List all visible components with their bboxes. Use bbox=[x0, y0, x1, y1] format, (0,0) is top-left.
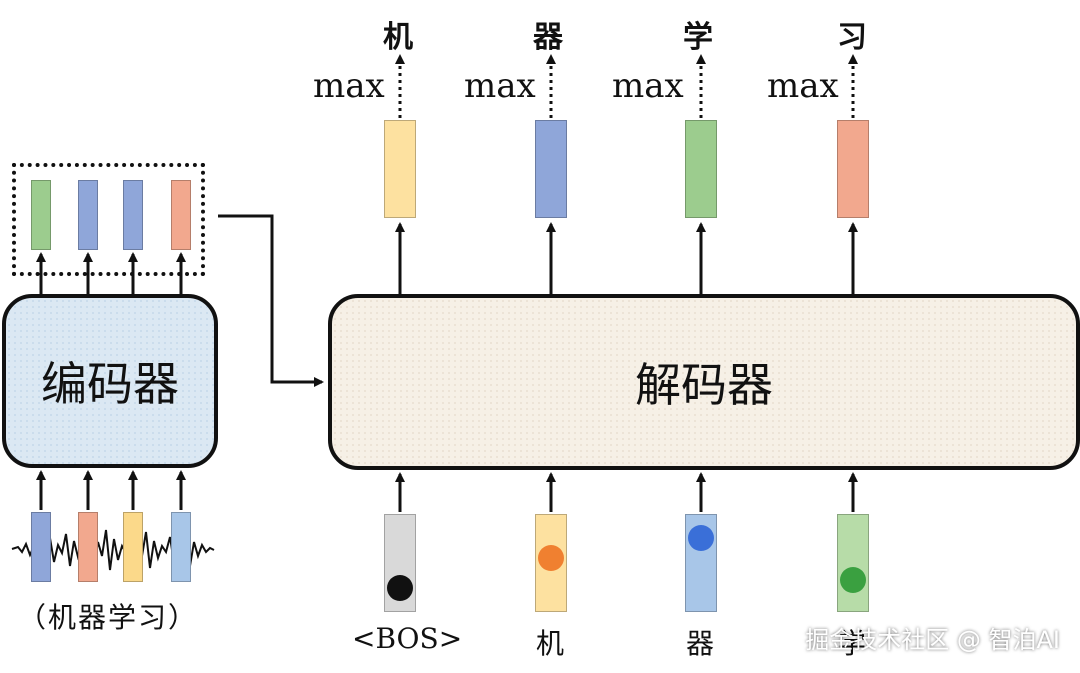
decoder-input-dot-4 bbox=[840, 567, 866, 593]
encoder-input-caption: （机器学习） bbox=[18, 601, 199, 634]
decoder-output-bar-3 bbox=[685, 120, 717, 218]
encoder-output-bar-1 bbox=[31, 180, 51, 250]
max-label-3: max bbox=[612, 66, 684, 106]
decoder-input-dot-2 bbox=[538, 545, 564, 571]
enc-dec-connector bbox=[218, 214, 324, 387]
encoder-box: 编码器 bbox=[2, 294, 218, 468]
encoder-label: 编码器 bbox=[41, 357, 179, 411]
decoder-output-bar-4 bbox=[837, 120, 869, 218]
encoder-output-frame bbox=[12, 163, 205, 276]
output-char-1: 机 bbox=[383, 20, 413, 55]
decoder-output-bar-2 bbox=[535, 120, 567, 218]
encoder-output-bar-3 bbox=[123, 180, 143, 250]
output-char-3: 学 bbox=[683, 20, 713, 55]
encoder-input-bar-4 bbox=[171, 512, 191, 582]
encoder-output-bar-2 bbox=[78, 180, 98, 250]
decoder-input-dot-3 bbox=[688, 525, 714, 551]
encoder-input-bar-3 bbox=[123, 512, 143, 582]
max-label-1: max bbox=[313, 66, 385, 106]
encoder-input-bar-2 bbox=[78, 512, 98, 582]
decoder-input-bar-4 bbox=[837, 514, 869, 612]
decoder-input-bar-3 bbox=[685, 514, 717, 612]
max-label-4: max bbox=[767, 66, 839, 106]
decoder-input-label-1: <BOS> bbox=[352, 622, 463, 655]
decoder-input-label-2: 机 bbox=[536, 627, 565, 660]
encoder-output-bar-4 bbox=[171, 180, 191, 250]
output-char-4: 习 bbox=[837, 20, 867, 55]
decoder-input-bar-1 bbox=[384, 514, 416, 612]
decoder-box: 解码器 bbox=[328, 294, 1080, 470]
decoder-output-bar-1 bbox=[384, 120, 416, 218]
decoder-input-dot-1 bbox=[387, 575, 413, 601]
max-label-2: max bbox=[464, 66, 536, 106]
decoder-input-bar-2 bbox=[535, 514, 567, 612]
encoder-input-bar-1 bbox=[31, 512, 51, 582]
decoder-label: 解码器 bbox=[635, 358, 773, 412]
watermark: 掘金技术社区 @ 智泊AI bbox=[805, 626, 1060, 654]
output-char-2: 器 bbox=[533, 20, 563, 55]
decoder-input-label-4: 学 bbox=[838, 627, 867, 660]
decoder-input-label-3: 器 bbox=[686, 627, 715, 660]
